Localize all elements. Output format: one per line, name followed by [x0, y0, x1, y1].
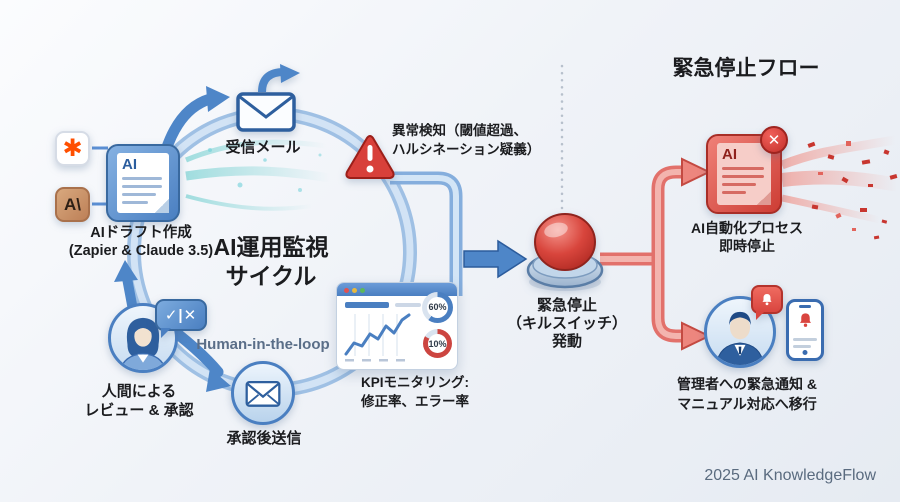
- anomaly-label: 異常検知（閾値超過、ハルシネーション疑義）: [392, 123, 541, 157]
- warning-triangle-icon: [345, 135, 395, 179]
- review-label: 人間によるレビュー & 承認: [84, 383, 194, 419]
- kpi-dashboard-icon: 60% 10%: [336, 282, 458, 370]
- ai-draft-doc-icon: AI: [106, 144, 180, 222]
- document-page: AI: [117, 153, 169, 213]
- feed-pipe-icon: [390, 171, 463, 296]
- credit-text: 2025 AI KnowledgeFlow: [704, 467, 876, 484]
- tool-connector: [92, 146, 108, 206]
- gauge-60: 60%: [422, 292, 453, 323]
- hitl-label: Human-in-the-loop: [196, 336, 330, 353]
- feed-arrow-icon: [463, 239, 528, 279]
- page-fold: [155, 199, 169, 213]
- alert-bell-bubble-icon: [751, 285, 783, 320]
- cancel-badge-icon: ✕: [760, 126, 788, 154]
- flow-title: 緊急停止フロー: [672, 57, 820, 80]
- data-stream-icon: [185, 139, 331, 211]
- gauge-10: 10%: [423, 329, 452, 358]
- inbox-mail-label: 受信メール: [225, 139, 301, 156]
- zapier-icon: ✱: [55, 131, 90, 166]
- inbox-mail-icon: [236, 64, 300, 132]
- emergency-pipe-icon: [600, 165, 684, 343]
- approve-reject-bubble-icon: ✓|✕: [155, 299, 207, 338]
- phone-bell-icon: [800, 313, 811, 327]
- kpi-label: KPIモニタリング:修正率、エラー率: [361, 375, 469, 409]
- doc-ai-text: AI: [122, 156, 137, 173]
- ai-draft-label: AIドラフト作成(Zapier & Claude 3.5): [68, 225, 214, 259]
- kill-switch-label: 緊急停止 （キルスイッチ） 発動: [506, 297, 628, 350]
- notify-admin-label: 管理者への緊急通知 &マニュアル対応へ移行: [677, 376, 817, 412]
- doc-ai-text: AI: [722, 146, 737, 163]
- stop-arrow-icon: [681, 157, 712, 187]
- claude-icon: A\: [55, 187, 90, 222]
- document-page: AI: [717, 143, 771, 205]
- cycle-title: AI運用監視サイクル: [213, 234, 329, 289]
- page-fold: [757, 191, 771, 205]
- send-mail-icon: [231, 361, 295, 425]
- stop-process-label: AI自動化プロセス即時停止: [691, 220, 803, 254]
- phone-icon: [786, 299, 824, 361]
- kpi-line-chart: [344, 313, 411, 362]
- send-mail-label: 承認後送信: [226, 430, 302, 447]
- window-titlebar: [337, 283, 457, 296]
- burst-particles-icon: [780, 135, 900, 240]
- notify-arrow-icon: [681, 321, 712, 351]
- kill-switch-button-icon: [526, 213, 604, 291]
